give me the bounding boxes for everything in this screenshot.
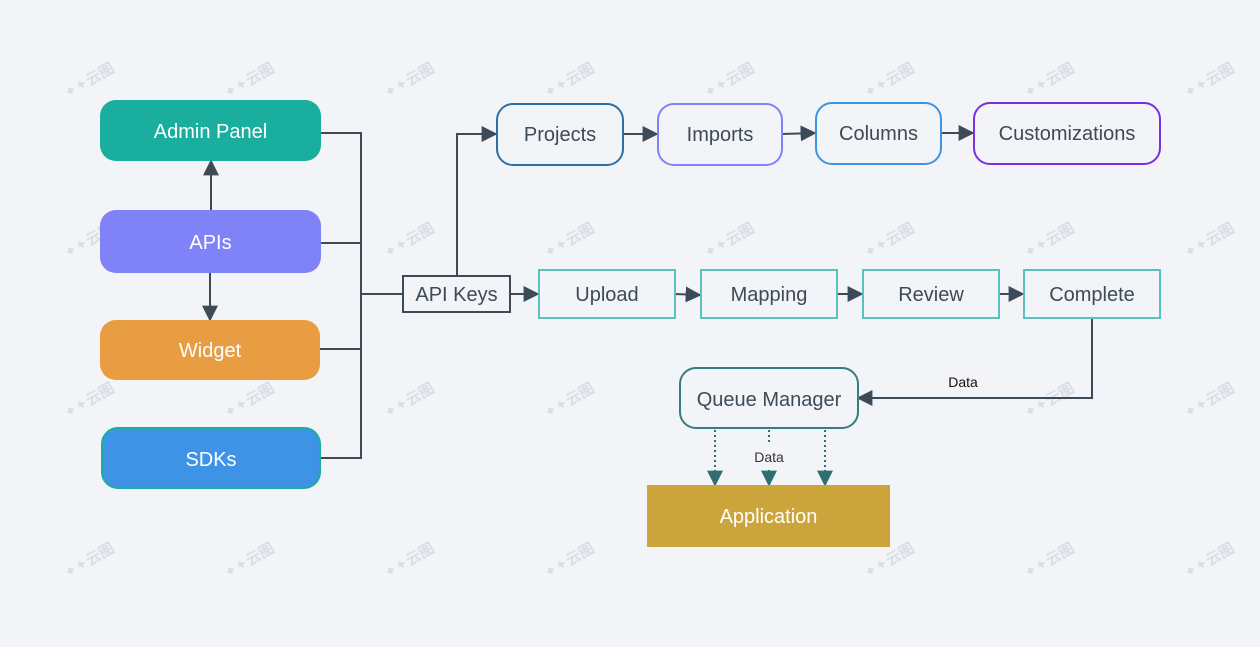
node-api-keys-label: API Keys (415, 284, 497, 306)
node-projects-label: Projects (524, 124, 596, 146)
complete-to-queue-arrow (856, 318, 1093, 406)
watermark: ✦✦云图 (381, 59, 438, 102)
bus-line (320, 132, 362, 459)
node-application-label: Application (720, 506, 818, 528)
queue-to-application-connectors (707, 430, 833, 487)
upload-to-mapping-arrow (674, 286, 702, 303)
watermark: ✦✦云图 (541, 539, 598, 582)
edge-label-bg (747, 443, 791, 469)
node-queue-manager[interactable]: Queue Manager (679, 367, 859, 429)
node-application[interactable]: Application (647, 485, 890, 547)
watermark: ✦✦云图 (701, 219, 758, 262)
watermark: ✦✦云图 (61, 539, 118, 582)
node-mapping-label: Mapping (731, 284, 808, 306)
node-sdks-label: SDKs (185, 449, 236, 471)
node-sdks[interactable]: SDKs (101, 427, 321, 489)
watermark: ✦✦云图 (221, 59, 278, 102)
node-widget-label: Widget (179, 340, 242, 362)
node-customizations[interactable]: Customizations (973, 102, 1161, 165)
watermark: ✦✦云图 (1021, 59, 1078, 102)
watermark: ✦✦云图 (221, 379, 278, 422)
node-review-label: Review (898, 284, 964, 306)
watermark: ✦✦云图 (541, 59, 598, 102)
watermark: ✦✦云图 (1021, 219, 1078, 262)
watermark: ✦✦云图 (541, 219, 598, 262)
node-review[interactable]: Review (862, 269, 1000, 319)
edge-label-queue-application: Data (754, 449, 784, 465)
watermark: ✦✦云图 (61, 379, 118, 422)
api-keys-to-projects-arrow (456, 126, 498, 276)
node-upload-label: Upload (575, 284, 638, 306)
node-upload[interactable]: Upload (538, 269, 676, 319)
watermark: ✦✦云图 (1021, 539, 1078, 582)
watermark: ✦✦云图 (541, 379, 598, 422)
watermark: ✦✦云图 (1181, 59, 1238, 102)
watermark: ✦✦云图 (61, 59, 118, 102)
node-columns-label: Columns (839, 123, 918, 145)
watermark: ✦✦云图 (1181, 379, 1238, 422)
node-widget[interactable]: Widget (100, 320, 320, 380)
node-admin-panel-label: Admin Panel (154, 121, 267, 143)
node-apis-label: APIs (189, 232, 231, 254)
node-complete-label: Complete (1049, 284, 1135, 306)
node-apis[interactable]: APIs (100, 210, 321, 273)
node-customizations-label: Customizations (999, 123, 1136, 145)
watermark: ✦✦云图 (861, 219, 918, 262)
connectors (202, 125, 1093, 459)
watermark: ✦✦云图 (381, 379, 438, 422)
node-complete[interactable]: Complete (1023, 269, 1161, 319)
watermark: ✦✦云图 (221, 539, 278, 582)
node-projects[interactable]: Projects (496, 103, 624, 166)
edge-label-complete-queue: Data (948, 374, 978, 390)
watermark: ✦✦云图 (1181, 539, 1238, 582)
node-mapping[interactable]: Mapping (700, 269, 838, 319)
node-columns[interactable]: Columns (815, 102, 942, 165)
watermark: ✦✦云图 (1021, 379, 1078, 422)
node-imports-label: Imports (687, 124, 754, 146)
watermark: ✦✦云图 (381, 219, 438, 262)
node-imports[interactable]: Imports (657, 103, 783, 166)
node-queue-manager-label: Queue Manager (697, 389, 842, 411)
watermark: ✦✦云图 (1181, 219, 1238, 262)
imports-to-columns-arrow (781, 125, 817, 142)
watermark: ✦✦云图 (381, 539, 438, 582)
watermark: ✦✦云图 (701, 59, 758, 102)
node-admin-panel[interactable]: Admin Panel (100, 100, 321, 161)
node-api-keys[interactable]: API Keys (402, 275, 511, 313)
watermark: ✦✦云图 (861, 59, 918, 102)
